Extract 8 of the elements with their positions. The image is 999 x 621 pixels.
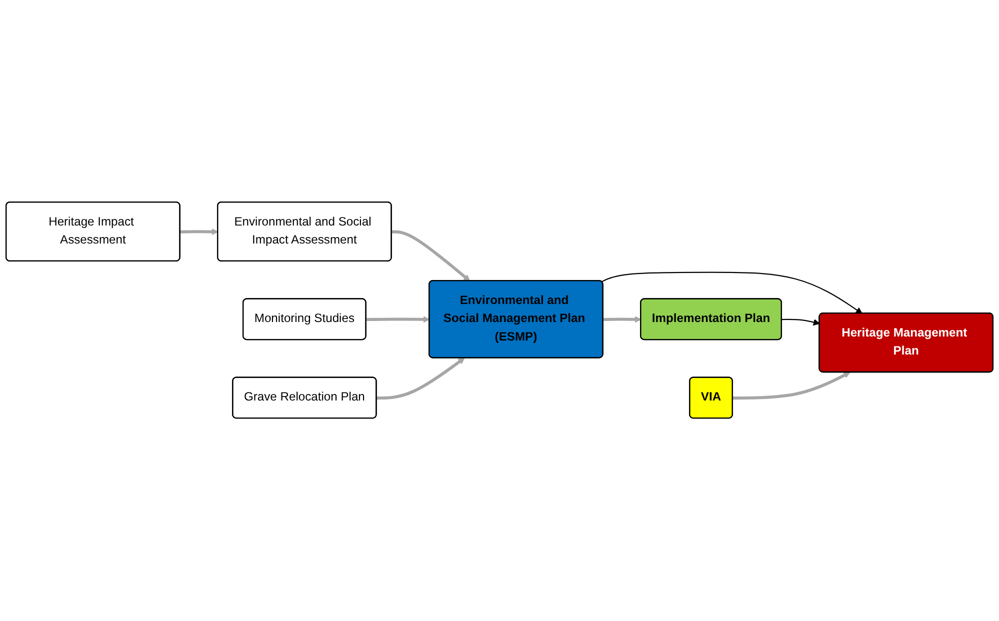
arrow	[601, 272, 862, 314]
arrow	[376, 358, 465, 400]
arrow	[732, 372, 850, 400]
arrow	[603, 316, 642, 324]
arrow	[782, 319, 820, 326]
arrow	[180, 228, 218, 236]
arrow	[392, 230, 470, 282]
arrow	[366, 316, 430, 324]
